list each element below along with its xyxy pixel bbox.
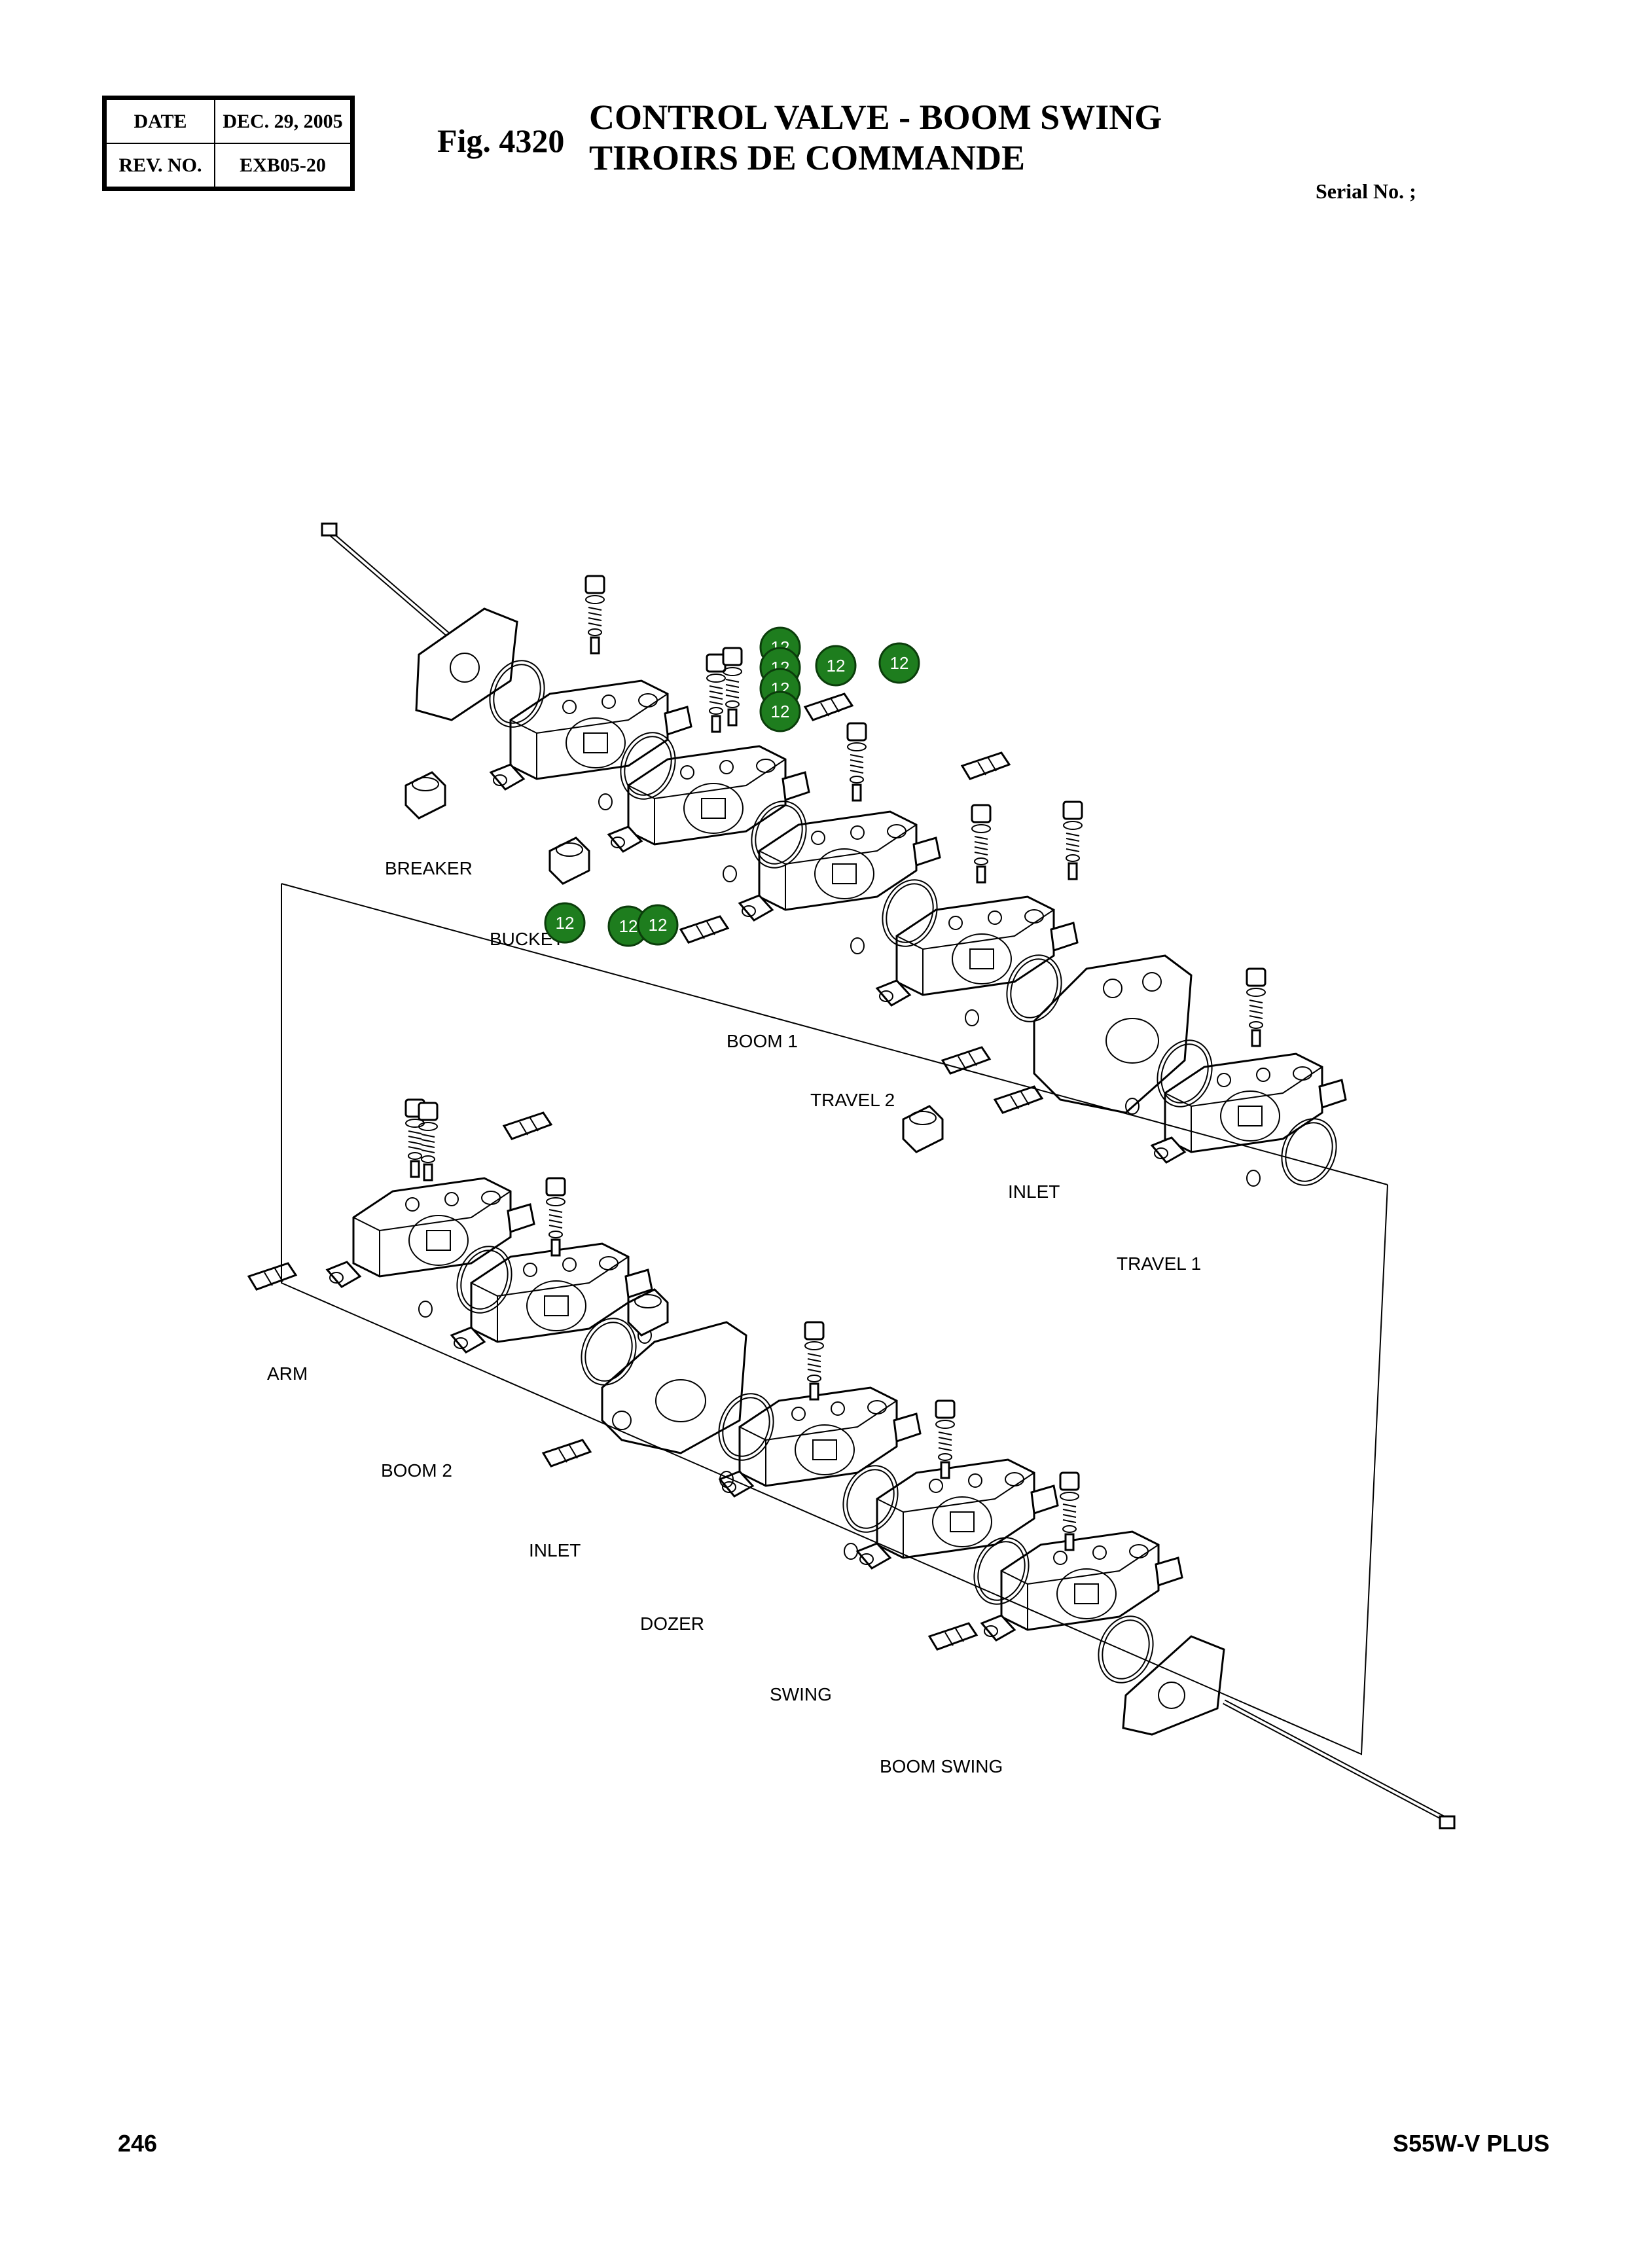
valve-section-boom1 bbox=[738, 810, 941, 922]
bank-separator-outline bbox=[281, 884, 1388, 1756]
valve-section-inlet-lower bbox=[601, 1321, 747, 1454]
valve-section-boom-swing bbox=[980, 1530, 1183, 1642]
part-callout[interactable]: 12 bbox=[815, 645, 857, 687]
date-label: DATE bbox=[105, 99, 215, 144]
callout-number: 12 bbox=[649, 915, 668, 935]
revision-table: DATE DEC. 29, 2005 REV. NO. EXB05-20 bbox=[105, 99, 351, 188]
date-value: DEC. 29, 2005 bbox=[214, 99, 351, 144]
rev-value: EXB05-20 bbox=[214, 143, 351, 188]
rev-label: REV. NO. bbox=[105, 143, 215, 188]
callout-number: 12 bbox=[827, 656, 846, 675]
valve-section-inlet-upper bbox=[1033, 954, 1193, 1114]
callout-number: 12 bbox=[771, 702, 790, 721]
label-boom2: BOOM 2 bbox=[381, 1460, 452, 1481]
label-boom1: BOOM 1 bbox=[727, 1031, 798, 1051]
revision-info-box: DATE DEC. 29, 2005 REV. NO. EXB05-20 bbox=[102, 96, 355, 191]
label-breaker: BREAKER bbox=[385, 858, 473, 878]
label-travel1: TRAVEL 1 bbox=[1117, 1253, 1201, 1274]
page-title-french: TIROIRS DE COMMANDE bbox=[589, 138, 1026, 177]
part-callout[interactable]: 12 bbox=[759, 691, 801, 732]
valve-section-travel2 bbox=[876, 895, 1079, 1007]
end-plate-lower bbox=[1122, 1635, 1225, 1736]
part-callout[interactable]: 12 bbox=[637, 904, 679, 946]
valve-section-travel1 bbox=[1151, 1053, 1347, 1164]
part-callout[interactable]: 12 bbox=[878, 642, 920, 684]
label-dozer: DOZER bbox=[640, 1613, 704, 1634]
label-travel2: TRAVEL 2 bbox=[810, 1090, 895, 1110]
label-arm: ARM bbox=[267, 1363, 308, 1384]
serial-number-label: Serial No. ; bbox=[1316, 179, 1416, 203]
model-name: S55W-V PLUS bbox=[1393, 2130, 1550, 2157]
figure-number: Fig. 4320 bbox=[437, 122, 565, 159]
part-callout[interactable]: 12 bbox=[544, 902, 586, 944]
tie-rod-lower bbox=[1223, 1699, 1456, 1829]
callout-number: 12 bbox=[619, 916, 638, 936]
end-plate-upper bbox=[415, 607, 518, 721]
callout-number: 12 bbox=[890, 653, 909, 673]
page-number: 246 bbox=[118, 2130, 158, 2157]
callout-number: 12 bbox=[556, 913, 575, 933]
valve-section-boom2 bbox=[450, 1242, 653, 1354]
label-boom-swing: BOOM SWING bbox=[880, 1756, 1003, 1776]
label-inlet-lower: INLET bbox=[529, 1540, 581, 1560]
label-inlet-upper: INLET bbox=[1008, 1181, 1060, 1202]
part-callout[interactable]: 12 bbox=[607, 905, 649, 947]
label-swing: SWING bbox=[770, 1684, 832, 1704]
page-title-english: CONTROL VALVE - BOOM SWING bbox=[589, 98, 1162, 137]
